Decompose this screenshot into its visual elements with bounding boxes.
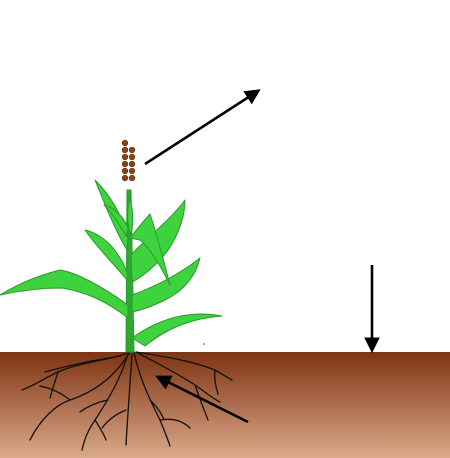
seed-head-icon xyxy=(121,139,136,182)
arrow-to-roots xyxy=(155,375,249,424)
plant-icon xyxy=(0,139,223,353)
arrow-up-right-from-seeds xyxy=(144,89,261,166)
arrow-icon xyxy=(144,89,380,424)
speck xyxy=(203,343,205,345)
roots-icon xyxy=(21,351,233,451)
leaves xyxy=(0,179,223,347)
soil xyxy=(0,352,450,458)
